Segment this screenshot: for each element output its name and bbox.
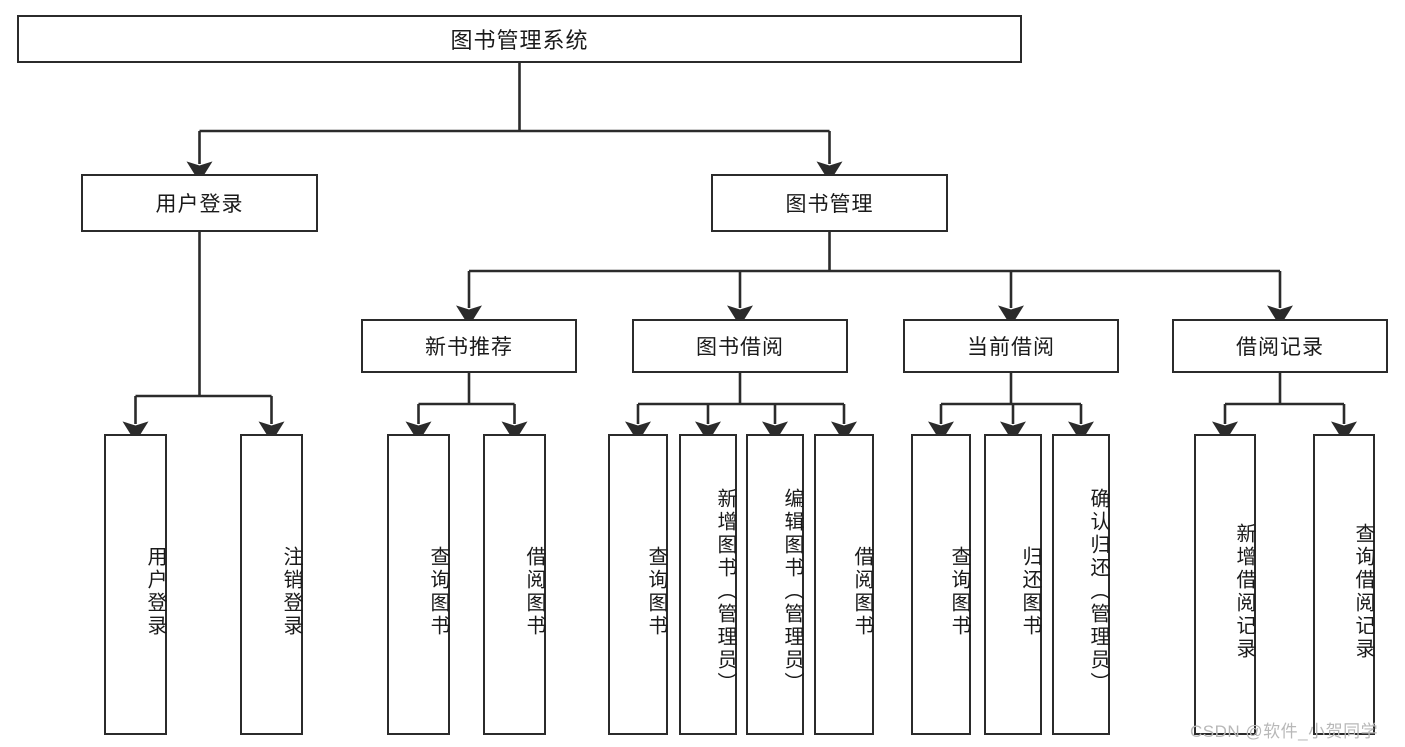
node-leaf-add-record[interactable]: 新增借阅记录 (1194, 434, 1256, 735)
node-borrow-record[interactable]: 借阅记录 (1172, 319, 1388, 373)
node-current-borrow[interactable]: 当前借阅 (903, 319, 1119, 373)
node-user-login[interactable]: 用户登录 (81, 174, 318, 232)
node-root[interactable]: 图书管理系统 (17, 15, 1022, 63)
node-leaf-query-book-borrow[interactable]: 查询图书 (608, 434, 668, 735)
node-leaf-borrow-book[interactable]: 借阅图书 (814, 434, 874, 735)
node-leaf-query-book-rec[interactable]: 查询图书 (387, 434, 450, 735)
node-leaf-logout[interactable]: 注销登录 (240, 434, 303, 735)
node-leaf-query-book-current[interactable]: 查询图书 (911, 434, 971, 735)
node-leaf-confirm-return[interactable]: 确认归还（管理员） (1052, 434, 1110, 735)
node-leaf-edit-book[interactable]: 编辑图书（管理员） (746, 434, 804, 735)
node-leaf-query-record[interactable]: 查询借阅记录 (1313, 434, 1375, 735)
node-leaf-return-book[interactable]: 归还图书 (984, 434, 1042, 735)
csdn-watermark: CSDN @软件_小贺同学 (1190, 722, 1379, 741)
node-book-borrow[interactable]: 图书借阅 (632, 319, 848, 373)
node-new-book-recommend[interactable]: 新书推荐 (361, 319, 577, 373)
node-leaf-user-login[interactable]: 用户登录 (104, 434, 167, 735)
node-leaf-add-book[interactable]: 新增图书（管理员） (679, 434, 737, 735)
node-book-manage[interactable]: 图书管理 (711, 174, 948, 232)
node-leaf-borrow-book-rec[interactable]: 借阅图书 (483, 434, 546, 735)
